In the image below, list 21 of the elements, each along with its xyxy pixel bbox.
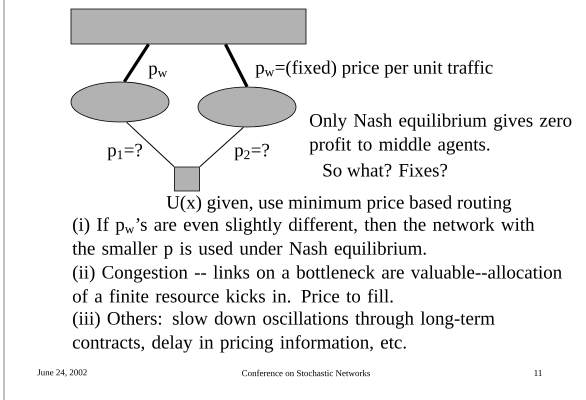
body-paragraph: (ii) Congestion -- links on a bottleneck are valuable--allocation of a finite resource kicks in. Price to fill. [72, 265, 562, 303]
edge-label: p$_{w}$=(fixed) price per unit traffic [254, 59, 494, 79]
user-square [174, 166, 200, 192]
agent-ellipse [70, 82, 170, 122]
page-number: 11 [534, 370, 542, 376]
edge-label: p$_{2}$=? [233, 142, 271, 162]
footer-date: June 24, 2002 [37, 369, 87, 377]
connector-line [199, 126, 244, 168]
connector-line [224, 44, 248, 88]
connector-line [126, 122, 175, 168]
note-text: Only Nash equilibrium gives zero profit to middle agents. [310, 113, 572, 155]
connector-line [122, 44, 150, 83]
node-caption: U(x) given, use minimum price based routing [166, 195, 512, 213]
footer-title: Conference on Stochastic Networks [242, 370, 370, 376]
edge-label: p$_{1}$=? [106, 142, 144, 162]
network-box [70, 8, 306, 44]
agent-ellipse [198, 86, 296, 128]
edge-label: p$_{w}$ [147, 64, 169, 80]
body-paragraph: (i) If p$_{w}$’s are even slightly different, then the network with the smaller p is used under Nash equilibrium. [72, 217, 534, 259]
body-paragraph: (iii) Others: slow down oscillations through long-term contracts, delay in pricing information, etc. [72, 311, 495, 353]
note-text: So what? Fixes? [323, 163, 448, 177]
